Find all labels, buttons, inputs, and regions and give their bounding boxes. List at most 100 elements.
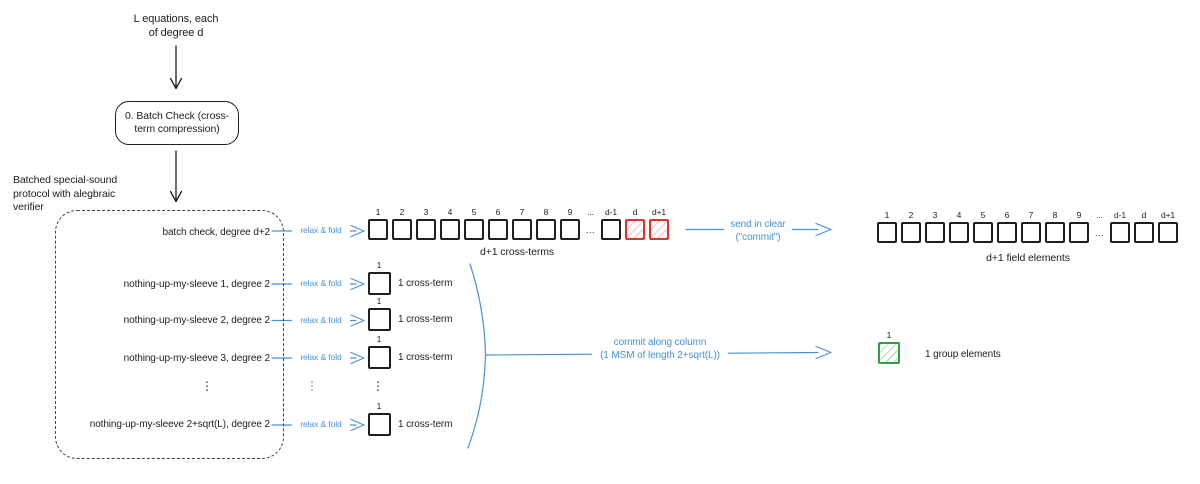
- cross-term-cell: 9: [560, 207, 580, 240]
- field-element-cell: d: [1134, 210, 1154, 243]
- send-in-clear-label: send in clear ("commit"): [724, 218, 792, 244]
- label-column-ellipsis: ⋮: [201, 379, 213, 393]
- field-element-cell: 1: [877, 210, 897, 243]
- cross-term-cell: 3: [416, 207, 436, 240]
- batch-check-box-line2: term compression): [134, 123, 220, 135]
- cell-index-label: 1: [376, 296, 382, 306]
- cross-term-cell-highlight: d: [625, 207, 645, 240]
- cross-term-square: [368, 219, 388, 240]
- field-element-cell: 4: [949, 210, 969, 243]
- single-cross-term-square: [367, 413, 391, 436]
- cell-index-label: 5: [471, 207, 477, 217]
- cross-term-square-red: [649, 219, 669, 240]
- field-element-cell: 9: [1069, 210, 1089, 243]
- cell-index-label: 2: [908, 210, 914, 220]
- cross-term-square: [440, 219, 460, 240]
- cell-index-label: 6: [495, 207, 501, 217]
- cross-term-square: [464, 219, 484, 240]
- row-label-nums-L: nothing-up-my-sleeve 2+sqrt(L), degree 2: [89, 419, 270, 430]
- arrow-batchbox-to-dashedbox: [169, 150, 183, 203]
- cell-index-label: 7: [1028, 210, 1034, 220]
- grouping-brace: [467, 263, 487, 449]
- cross-term-cell: 1: [368, 207, 388, 240]
- group-element-cell: 1: [876, 330, 902, 364]
- commit-label-line1: commit along column: [613, 337, 707, 348]
- field-element-cell: 7: [1021, 210, 1041, 243]
- single-cross-term-caption-1: 1 cross-term: [398, 278, 453, 289]
- cross-term-square-red: [625, 219, 645, 240]
- cell-index-label: ...: [587, 207, 594, 217]
- field-element-cell: d-1: [1110, 210, 1130, 243]
- field-element-square: [1134, 222, 1154, 243]
- field-element-square: [1069, 222, 1089, 243]
- field-element-square: [1021, 222, 1041, 243]
- cell-index-label: 3: [932, 210, 938, 220]
- relax-fold-label-1: relax & fold: [292, 225, 350, 236]
- cell-index-label: 1: [886, 330, 892, 340]
- gap-dots: ...: [1094, 227, 1104, 238]
- square-column-ellipsis: ⋮: [372, 379, 384, 393]
- single-cross-term-L: 1: [366, 401, 392, 436]
- cross-term-square: [512, 219, 532, 240]
- row-label-nums-2: nothing-up-my-sleeve 2, degree 2: [123, 315, 270, 326]
- cell-index-label: ...: [1096, 210, 1103, 220]
- single-cross-term-2: 1: [366, 296, 392, 331]
- single-cross-term-3: 1: [366, 334, 392, 369]
- field-element-square: [901, 222, 921, 243]
- single-cross-term-square: [367, 308, 391, 331]
- relax-fold-label-2: relax & fold: [292, 278, 350, 289]
- arrow-equations-to-batchbox: [169, 45, 183, 90]
- cell-index-label: 1: [375, 207, 381, 217]
- batched-protocol-note-line1: Batched special-sound: [13, 174, 118, 186]
- single-cross-term-square: [367, 346, 391, 369]
- field-element-square: [1110, 222, 1130, 243]
- field-element-cell: d+1: [1158, 210, 1178, 243]
- row-label-batch-check: batch check, degree d+2: [162, 227, 270, 238]
- cell-index-label: d: [632, 207, 638, 217]
- batched-protocol-note-line2: protocol with alegbraic: [13, 187, 116, 200]
- batched-protocol-note-line3: verifier: [13, 201, 44, 213]
- cross-term-square: [416, 219, 436, 240]
- cross-term-row: 1 2 3 4 5 6 7 8 9 ...... d-1 d d+1: [368, 207, 669, 240]
- cross-term-cell: 2: [392, 207, 412, 240]
- field-element-square: [925, 222, 945, 243]
- cross-term-cell: d-1: [601, 207, 621, 240]
- cell-index-label: 6: [1004, 210, 1010, 220]
- arrow-column-ellipsis: ⋮: [306, 379, 318, 393]
- equations-note: L equations, each of degree d: [106, 12, 246, 40]
- equations-note-line1: L equations, each: [133, 13, 219, 25]
- cross-term-cell: 6: [488, 207, 508, 240]
- cell-index-label: 2: [399, 207, 405, 217]
- special-sound-protocol-box: [55, 210, 284, 459]
- cell-index-label: 7: [519, 207, 525, 217]
- field-element-cell: 6: [997, 210, 1017, 243]
- cell-index-label: 9: [567, 207, 573, 217]
- cell-index-label: 1: [884, 210, 890, 220]
- field-element-row-caption: d+1 field elements: [986, 252, 1070, 264]
- group-element-caption: 1 group elements: [925, 349, 1001, 360]
- batch-check-box-line1: 0. Batch Check (cross-: [125, 109, 229, 122]
- cross-term-cell: 5: [464, 207, 484, 240]
- cell-index-label: d+1: [651, 207, 667, 217]
- cross-term-row-caption: d+1 cross-terms: [479, 246, 555, 258]
- cell-index-label: 5: [980, 210, 986, 220]
- cell-index-label: 3: [423, 207, 429, 217]
- gap-dots: ...: [585, 224, 595, 235]
- single-cross-term-caption-2: 1 cross-term: [398, 314, 453, 325]
- cross-term-cell: 7: [512, 207, 532, 240]
- field-element-row: 1 2 3 4 5 6 7 8 9 ...... d-1 d d+1: [877, 210, 1178, 243]
- commit-label-line2: (1 MSM of length 2+sqrt(L)): [600, 350, 720, 361]
- field-element-gap-dots: ......: [1093, 210, 1106, 243]
- cross-term-square: [536, 219, 556, 240]
- row-label-nums-1: nothing-up-my-sleeve 1, degree 2: [123, 279, 270, 290]
- single-cross-term-square: [367, 272, 391, 295]
- cell-index-label: 1: [376, 401, 382, 411]
- commit-along-column-label: commit along column (1 MSM of length 2+s…: [592, 336, 728, 362]
- batched-protocol-note: Batched special-sound protocol with aleg…: [13, 174, 153, 215]
- field-element-cell: 2: [901, 210, 921, 243]
- cell-index-label: d-1: [1114, 210, 1126, 220]
- field-element-square: [1045, 222, 1065, 243]
- cross-term-square: [560, 219, 580, 240]
- cell-index-label: d-1: [605, 207, 617, 217]
